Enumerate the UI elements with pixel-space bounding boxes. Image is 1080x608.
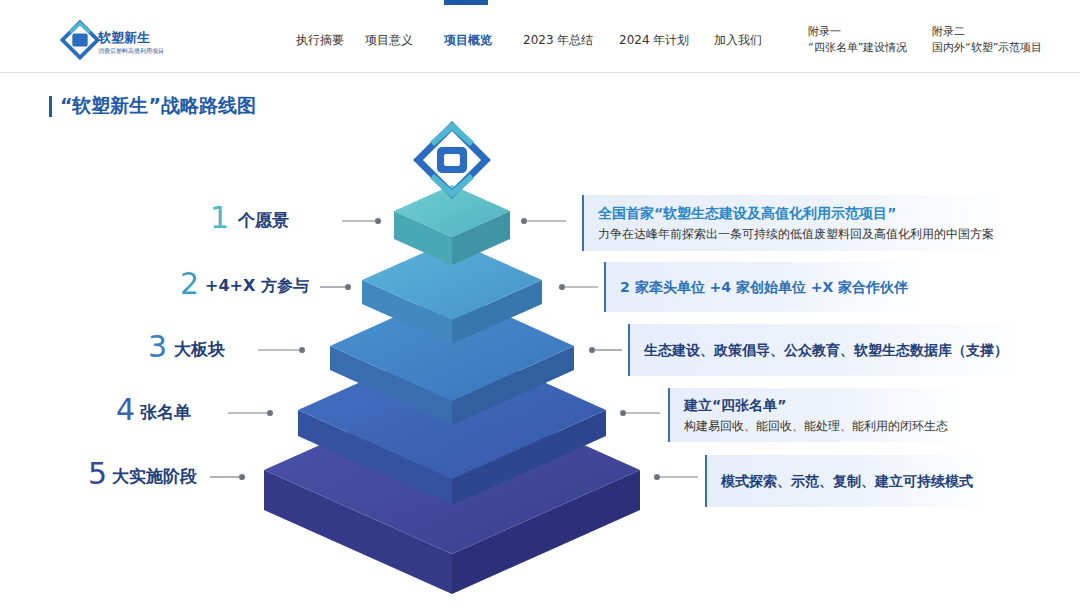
nav-item: 项目意义 <box>365 33 413 47</box>
nav-item: 执行摘要 <box>296 33 344 47</box>
stage-number: 4 <box>116 392 135 428</box>
stage-label: 张名单 <box>140 402 191 422</box>
info-panel: 模式探索、示范、复制、建立可持续模式 <box>705 455 991 507</box>
stage-label: 大实施阶段 <box>112 466 197 486</box>
active-bar <box>444 0 488 5</box>
logo-name: 软塑新生 <box>98 30 150 46</box>
panel-body: 力争在达峰年前探索出一条可持续的低值废塑料回及高值化利用的中国方案 <box>598 226 994 242</box>
nav-item: 2024 年计划 <box>619 33 689 47</box>
panel-heading: 全国首家“软塑生态建设及高值化利用示范项目” <box>598 204 994 223</box>
nav-item: 附录二 <box>932 25 965 38</box>
stage-number: 5 <box>88 456 107 492</box>
leader-lines <box>210 219 698 480</box>
panel-heading: 建立“四张名单” <box>684 396 948 415</box>
title-bar <box>49 96 52 117</box>
info-panel: 2 家牵头单位 +4 家创始单位 +X 家合作伙伴 <box>604 262 926 312</box>
nav-item: 国内外“软塑”示范项目 <box>932 41 1042 54</box>
nav-item-active: 项目概览 <box>444 33 492 47</box>
stage-label: +4+X 方参与 <box>205 276 309 295</box>
panel-heading: 生态建设、政策倡导、公众教育、软塑生态数据库（支撑） <box>644 341 1008 360</box>
header-logo <box>62 22 97 57</box>
nav-item: 附录一 <box>808 25 841 38</box>
info-panel: 建立“四张名单” 构建易回收、能回收、能处理、能利用的闭环生态 <box>668 388 966 442</box>
panel-heading: 2 家牵头单位 +4 家创始单位 +X 家合作伙伴 <box>620 278 908 297</box>
panel-body: 构建易回收、能回收、能处理、能利用的闭环生态 <box>684 418 948 434</box>
nav-item: 加入我们 <box>714 33 762 47</box>
stage-label: 大板块 <box>174 339 225 359</box>
panel-heading: 模式探索、示范、复制、建立可持续模式 <box>721 472 973 491</box>
stage-number: 1 <box>210 200 229 236</box>
header-rule <box>0 72 1080 73</box>
info-panel: 生态建设、政策倡导、公众教育、软塑生态数据库（支撑） <box>628 324 1026 376</box>
stage-number: 3 <box>148 329 167 365</box>
nav-item: 2023 年总结 <box>523 33 593 47</box>
top-emblem <box>418 126 486 194</box>
info-panel: 全国首家“软塑生态建设及高值化利用示范项目” 力争在达峰年前探索出一条可持续的低值… <box>582 195 1012 251</box>
stage-number: 2 <box>180 266 199 302</box>
stage-label: 个愿景 <box>238 210 289 230</box>
diagram-title: “软塑新生”战略路线图 <box>60 94 256 117</box>
nav-item: “四张名单”建设情况 <box>808 41 907 54</box>
logo-subtitle: 消费后塑料高值利用项目 <box>98 47 164 54</box>
